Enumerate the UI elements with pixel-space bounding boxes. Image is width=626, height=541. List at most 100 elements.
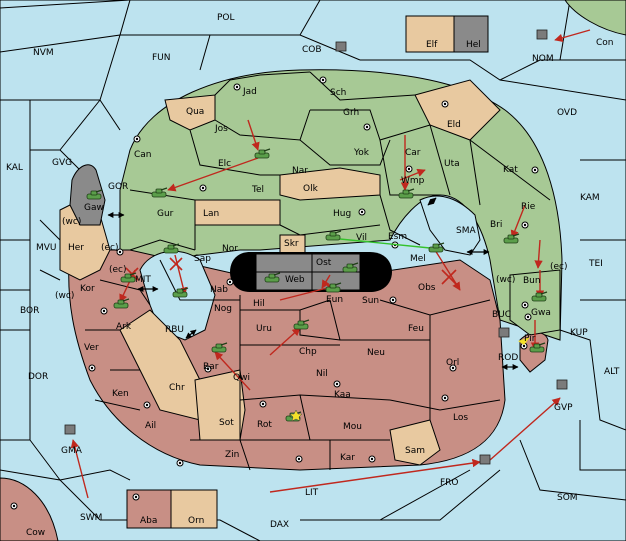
- label-ost[interactable]: Ost: [316, 258, 332, 268]
- label-elc[interactable]: Elc: [218, 159, 231, 169]
- sea-rbu[interactable]: RBU: [165, 325, 184, 335]
- label-jos[interactable]: Jos: [214, 124, 228, 134]
- land-orn[interactable]: [170, 489, 218, 529]
- land-eld[interactable]: [414, 79, 501, 141]
- label-nog[interactable]: Nog: [214, 304, 232, 314]
- label-web[interactable]: Web: [285, 275, 305, 285]
- sea-pol[interactable]: POL: [217, 13, 235, 23]
- label-nab[interactable]: Nab: [210, 285, 228, 295]
- label-nil[interactable]: Nil: [316, 369, 328, 379]
- sea-bor[interactable]: BOR: [20, 306, 39, 316]
- label-los[interactable]: Los: [453, 413, 468, 423]
- label-con[interactable]: Con: [596, 38, 614, 48]
- sea-mvu[interactable]: MVU: [36, 243, 57, 253]
- label-aba[interactable]: Aba: [140, 516, 157, 526]
- label-pir[interactable]: Pir: [524, 334, 536, 344]
- label-chr[interactable]: Chr: [169, 383, 185, 393]
- sea-alt[interactable]: ALT: [604, 367, 620, 377]
- label-sun[interactable]: Sun: [362, 296, 379, 306]
- sea-kam[interactable]: KAM: [580, 193, 600, 203]
- sea-cob[interactable]: COB: [302, 45, 322, 55]
- label-her[interactable]: Her: [68, 243, 84, 253]
- label-hug[interactable]: Hug: [333, 209, 351, 219]
- label-elf[interactable]: Elf: [426, 40, 438, 50]
- label-gaw[interactable]: Gaw: [84, 203, 104, 213]
- label-mel[interactable]: Mel: [410, 254, 426, 264]
- sea-kal[interactable]: KAL: [6, 163, 23, 173]
- sea-fro[interactable]: FRO: [440, 478, 459, 488]
- land-hel[interactable]: [453, 15, 489, 53]
- label-feu[interactable]: Feu: [408, 324, 424, 334]
- sea-kup[interactable]: KUP: [570, 328, 588, 338]
- label-kaa[interactable]: Kaa: [334, 390, 351, 400]
- label-olk[interactable]: Olk: [303, 184, 319, 194]
- label-cow[interactable]: Cow: [26, 528, 45, 538]
- sea-tei[interactable]: TEI: [588, 259, 603, 269]
- label-qua[interactable]: Qua: [186, 107, 204, 117]
- label-grh[interactable]: Grh: [343, 108, 359, 118]
- sea-dor[interactable]: DOR: [28, 372, 48, 382]
- label-gwa[interactable]: Gwa: [531, 308, 551, 318]
- sea-lit[interactable]: LIT: [305, 488, 319, 498]
- label-rie[interactable]: Rie: [521, 202, 536, 212]
- label-skr[interactable]: Skr: [284, 239, 299, 249]
- label-rot[interactable]: Rot: [257, 420, 272, 430]
- sea-gor[interactable]: GOR: [108, 182, 128, 192]
- label-nor[interactable]: Nor: [222, 244, 238, 254]
- label-uru[interactable]: Uru: [256, 324, 272, 334]
- label-zin[interactable]: Zin: [225, 450, 239, 460]
- label-kor[interactable]: Kor: [80, 284, 95, 294]
- label-ail[interactable]: Ail: [145, 421, 156, 431]
- label-sch[interactable]: Sch: [330, 88, 346, 98]
- sea-gma[interactable]: GMA: [61, 446, 83, 456]
- label-gur[interactable]: Gur: [157, 209, 174, 219]
- sea-swm[interactable]: SWM: [80, 513, 102, 523]
- label-eun[interactable]: Eun: [326, 295, 343, 305]
- label-kar[interactable]: Kar: [340, 453, 355, 463]
- label-sam[interactable]: Sam: [405, 446, 425, 456]
- label-ver[interactable]: Ver: [84, 343, 99, 353]
- sea-gvp[interactable]: GVP: [554, 403, 573, 413]
- label-eld[interactable]: Eld: [447, 120, 461, 130]
- label-hil[interactable]: Hil: [253, 299, 265, 309]
- label-sap[interactable]: Sap: [194, 254, 211, 264]
- label-ken[interactable]: Ken: [112, 389, 129, 399]
- label-obs[interactable]: Obs: [418, 283, 436, 293]
- label-wmp[interactable]: Wmp: [401, 176, 425, 186]
- label-hel[interactable]: Hel: [466, 40, 481, 50]
- label-can[interactable]: Can: [134, 150, 152, 160]
- label-esm[interactable]: Esm: [388, 232, 407, 242]
- land-gwa[interactable]: [509, 269, 561, 336]
- land-elf[interactable]: [405, 15, 455, 53]
- label-car[interactable]: Car: [405, 148, 421, 158]
- label-qwi[interactable]: Qwi: [233, 373, 250, 383]
- sea-mit[interactable]: MIT: [135, 275, 151, 285]
- label-nar[interactable]: Nar: [292, 166, 308, 176]
- label-orn[interactable]: Orn: [188, 516, 204, 526]
- label-vil[interactable]: Vil: [356, 233, 367, 243]
- sea-rod[interactable]: ROD: [498, 353, 518, 363]
- label-sot[interactable]: Sot: [219, 418, 234, 428]
- sea-nvm[interactable]: NVM: [33, 48, 54, 58]
- sea-som[interactable]: SOM: [557, 493, 578, 503]
- label-bri[interactable]: Bri: [490, 220, 502, 230]
- sea-ovd[interactable]: OVD: [557, 108, 577, 118]
- label-uta[interactable]: Uta: [444, 159, 460, 169]
- label-kat[interactable]: Kat: [503, 165, 518, 175]
- label-jad[interactable]: Jad: [242, 87, 257, 97]
- land-qua[interactable]: [164, 94, 216, 131]
- label-bar[interactable]: Bar: [203, 362, 219, 372]
- sea-dax[interactable]: DAX: [270, 520, 289, 530]
- sea-fun[interactable]: FUN: [152, 53, 171, 63]
- label-lan[interactable]: Lan: [203, 209, 219, 219]
- label-bun[interactable]: Bun: [523, 276, 541, 286]
- sea-gvg[interactable]: GVG: [52, 158, 72, 168]
- sea-buc[interactable]: BUC: [492, 310, 511, 320]
- sea-sma[interactable]: SMA: [456, 226, 476, 236]
- label-yok[interactable]: Yok: [353, 148, 370, 158]
- label-tel[interactable]: Tel: [251, 185, 264, 195]
- label-ark[interactable]: Ark: [116, 322, 132, 332]
- land-sam[interactable]: [389, 419, 441, 466]
- sea-nom[interactable]: NOM: [532, 54, 554, 64]
- label-neu[interactable]: Neu: [367, 348, 385, 358]
